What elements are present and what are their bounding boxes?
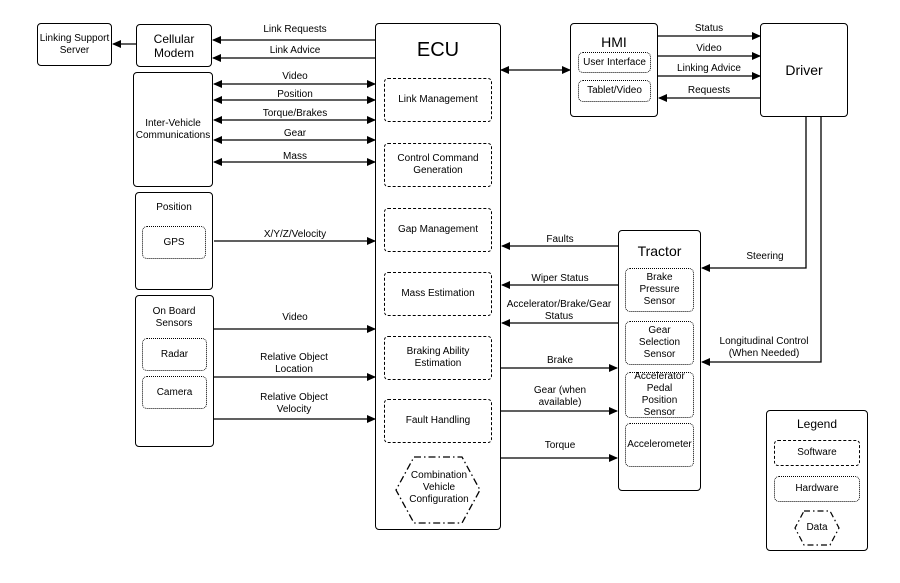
legend-hardware-label: Hardware [795,483,839,494]
ivc-mass-label: Mass [283,151,307,162]
arrow-longitudinal-control [701,117,822,366]
braking-ability-estimation-function: Braking Ability Estimation [384,336,492,380]
linking-advice-label: Linking Advice [677,63,741,74]
driver-title: Driver [785,62,823,78]
sensor-video-label: Video [282,312,308,323]
brake-pressure-sensor-label: Brake Pressure Sensor [639,272,680,307]
position-node: Position GPS [135,192,213,290]
radar-sensor: Radar [142,338,207,371]
legend-data-swatch [794,510,840,546]
torque-label: Torque [544,440,576,451]
combination-vehicle-configuration-label: Combination Vehicle Configuration [409,470,469,505]
legend-software-label: Software [797,447,837,458]
accelerator-pedal-position-sensor-label: Accelerator Pedal Position Sensor [634,371,685,418]
relative-object-velocity-label: Relative Object Velocity [260,392,328,415]
cellular-modem-node: Cellular Modem [136,24,212,67]
legend-software-swatch: Software [774,440,860,466]
camera-label: Camera [156,386,193,398]
longitudinal-control-label: Longitudinal Control (When Needed) [719,336,809,359]
xyz-velocity-label: X/Y/Z/Velocity [263,229,327,240]
accelerometer-label: Accelerometer [627,439,692,450]
mass-estimation-function: Mass Estimation [384,272,492,316]
combination-vehicle-configuration-data [395,456,481,524]
on-board-sensors-label: On Board Sensors [152,306,196,329]
ivc-torque-brakes-label: Torque/Brakes [262,108,328,119]
inter-vehicle-communications-node: Inter-Vehicle Communications [133,72,213,187]
brake-pressure-sensor: Brake Pressure Sensor [625,268,694,312]
fault-handling-function: Fault Handling [384,399,492,443]
gear-label: Gear (when available) [533,385,587,408]
legend-hardware-swatch: Hardware [774,476,860,502]
ecu-node: ECU Link Management Control Command Gene… [375,23,501,530]
tablet-video-label: Tablet/Video [587,85,642,96]
linking-support-server-node: Linking Support Server [37,23,112,66]
control-command-generation-label: Control Command Generation [397,153,479,176]
link-advice-label: Link Advice [269,45,321,56]
link-requests-label: Link Requests [263,24,327,35]
radar-label: Radar [160,348,189,360]
user-interface-component: User Interface [578,52,651,73]
tractor-title: Tractor [637,243,682,259]
hmi-video-label: Video [696,43,722,54]
gps-sensor: GPS [142,226,206,259]
linking-support-server-label: Linking Support Server [39,32,110,56]
wiper-status-label: Wiper Status [531,273,589,284]
tablet-video-component: Tablet/Video [578,80,651,102]
control-command-generation-function: Control Command Generation [384,143,492,187]
legend: Legend Software Hardware Data [766,410,868,551]
camera-sensor: Camera [142,376,207,409]
braking-ability-estimation-label: Braking Ability Estimation [406,346,470,369]
gear-selection-sensor: Gear Selection Sensor [625,321,694,365]
fault-handling-label: Fault Handling [405,415,471,426]
accelerator-pedal-position-sensor: Accelerator Pedal Position Sensor [625,371,694,418]
cellular-modem-label: Cellular Modem [153,31,195,60]
ecu-title: ECU [416,39,460,61]
ivc-label: Inter-Vehicle Communications [135,117,211,141]
mass-estimation-label: Mass Estimation [401,288,475,299]
gear-selection-sensor-label: Gear Selection Sensor [638,325,681,360]
gap-management-label: Gap Management [397,224,479,235]
brake-label: Brake [546,355,574,366]
requests-label: Requests [687,85,731,96]
driver-node: Driver [760,23,848,117]
hmi-node: HMI User Interface Tablet/Video [570,23,658,117]
ivc-video-label: Video [282,71,308,82]
gps-label: GPS [163,236,185,248]
tractor-node: Tractor Brake Pressure Sensor Gear Selec… [618,230,701,491]
gap-management-function: Gap Management [384,208,492,252]
ivc-gear-label: Gear [283,128,307,139]
link-management-label: Link Management [398,94,478,105]
steering-label: Steering [746,251,784,262]
ivc-position-label: Position [277,89,313,100]
on-board-sensors-node: On Board Sensors Radar Camera [135,295,214,447]
user-interface-label: User Interface [583,56,646,68]
status-label: Status [694,23,724,34]
accelerometer-sensor: Accelerometer [625,423,694,467]
faults-label: Faults [546,234,574,245]
hmi-title: HMI [601,34,627,50]
position-box-label: Position [156,202,192,213]
arrow-steering [701,117,807,272]
abg-status-label: Accelerator/Brake/Gear Status [506,299,612,322]
relative-object-location-label: Relative Object Location [260,352,328,375]
link-management-function: Link Management [384,78,492,122]
legend-title: Legend [796,417,838,431]
legend-data-label: Data [806,522,828,533]
